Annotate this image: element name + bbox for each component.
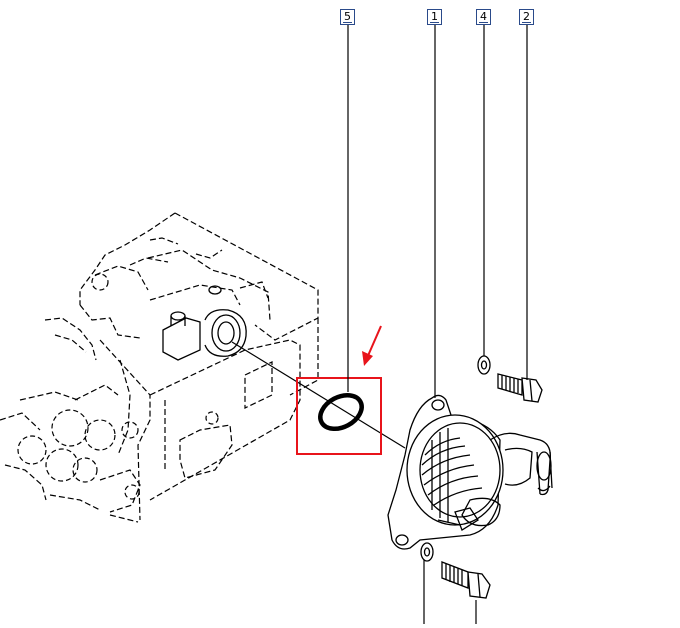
bolt-part-2-upper [497,373,543,403]
callout-2[interactable]: 2 [519,9,534,25]
engine-mount-boss [162,285,247,361]
assembly-axis-line [231,341,406,449]
washer-part-4-upper [477,355,491,375]
vacuum-pump-part-1 [387,394,553,550]
seal-ring-part-5 [318,392,364,432]
engine-block-outline [0,212,319,523]
washer-part-4-lower [420,542,434,562]
bolt-part-2-lower [441,561,491,599]
callout-5[interactable]: 5 [340,9,355,25]
callout-1[interactable]: 1 [427,9,442,25]
engine-block-ports [17,273,219,500]
callout-4[interactable]: 4 [476,9,491,25]
leader-lines [347,25,528,624]
highlight-box [296,377,382,455]
red-arrow-icon [362,325,382,366]
